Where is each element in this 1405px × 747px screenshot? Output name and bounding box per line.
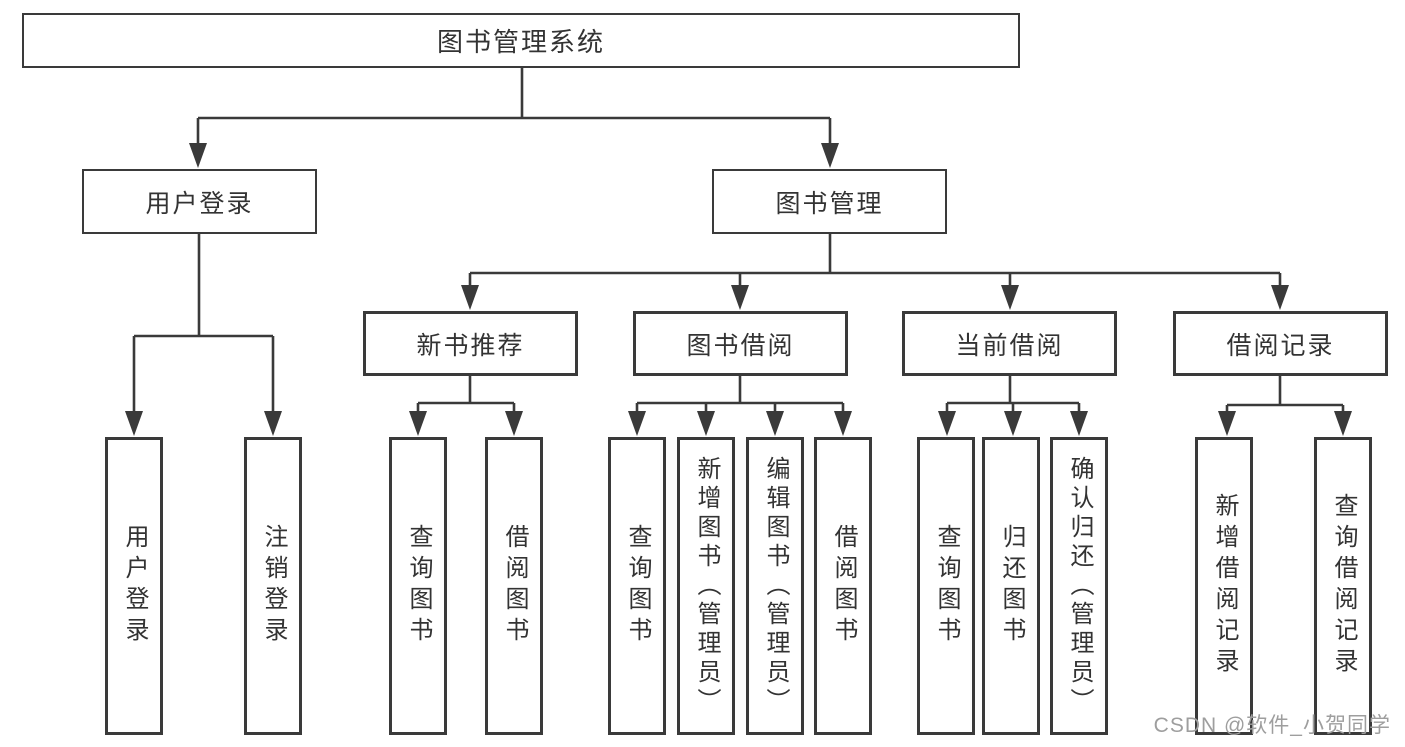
leaf-borrow-books-recommend: 借阅图书	[485, 437, 543, 735]
leaf-label: 确认归还（管理员）	[1066, 455, 1093, 717]
leaf-user-login: 用户登录	[105, 437, 163, 735]
connector-new-books-split	[409, 376, 523, 436]
connector-borrow-records-split	[1218, 376, 1352, 436]
leaf-add-borrow-record: 新增借阅记录	[1195, 437, 1253, 735]
leaf-return-books: 归还图书	[982, 437, 1040, 735]
leaf-query-books-borrow: 查询图书	[608, 437, 666, 735]
leaf-query-books-current: 查询图书	[917, 437, 975, 735]
node-label: 新书推荐	[416, 331, 525, 360]
leaf-confirm-return-admin: 确认归还（管理员）	[1050, 437, 1108, 735]
node-borrow-records: 借阅记录	[1173, 311, 1388, 376]
node-label: 图书借阅	[686, 331, 795, 360]
leaf-query-borrow-record: 查询借阅记录	[1314, 437, 1372, 735]
leaf-logout: 注销登录	[244, 437, 302, 735]
node-label: 当前借阅	[955, 331, 1064, 360]
leaf-label: 归还图书	[998, 524, 1025, 648]
node-label: 图书管理系统	[436, 27, 605, 57]
connector-root-split	[189, 67, 839, 168]
connector-current-borrow-split	[938, 376, 1088, 436]
leaf-add-book-admin: 新增图书（管理员）	[677, 437, 735, 735]
leaf-edit-book-admin: 编辑图书（管理员）	[746, 437, 804, 735]
leaf-label: 查询图书	[933, 524, 960, 648]
leaf-label: 新增图书（管理员）	[693, 455, 720, 717]
leaf-label: 查询图书	[624, 524, 651, 648]
node-book-management: 图书管理	[712, 169, 947, 234]
connector-book-borrow-split	[628, 376, 852, 436]
leaf-borrow-books: 借阅图书	[814, 437, 872, 735]
node-label: 借阅记录	[1226, 331, 1335, 360]
node-book-borrow: 图书借阅	[633, 311, 848, 376]
leaf-label: 查询图书	[405, 524, 432, 648]
node-current-borrow: 当前借阅	[902, 311, 1117, 376]
leaf-query-books-recommend: 查询图书	[389, 437, 447, 735]
csdn-watermark: CSDN @软件_小贺同学	[1153, 714, 1391, 737]
node-label: 用户登录	[145, 189, 254, 218]
leaf-label: 编辑图书（管理员）	[762, 455, 789, 717]
leaf-label: 注销登录	[260, 524, 287, 648]
connector-book-management-split	[461, 234, 1289, 310]
node-book-management-system: 图书管理系统	[22, 13, 1020, 68]
node-user-login: 用户登录	[82, 169, 317, 234]
connector-user-login-split	[125, 234, 282, 436]
leaf-label: 借阅图书	[830, 524, 857, 648]
node-label: 图书管理	[775, 189, 884, 218]
leaf-label: 查询借阅记录	[1330, 493, 1357, 679]
node-new-book-recommend: 新书推荐	[363, 311, 578, 376]
leaf-label: 用户登录	[121, 524, 148, 648]
leaf-label: 借阅图书	[501, 524, 528, 648]
leaf-label: 新增借阅记录	[1211, 493, 1238, 679]
